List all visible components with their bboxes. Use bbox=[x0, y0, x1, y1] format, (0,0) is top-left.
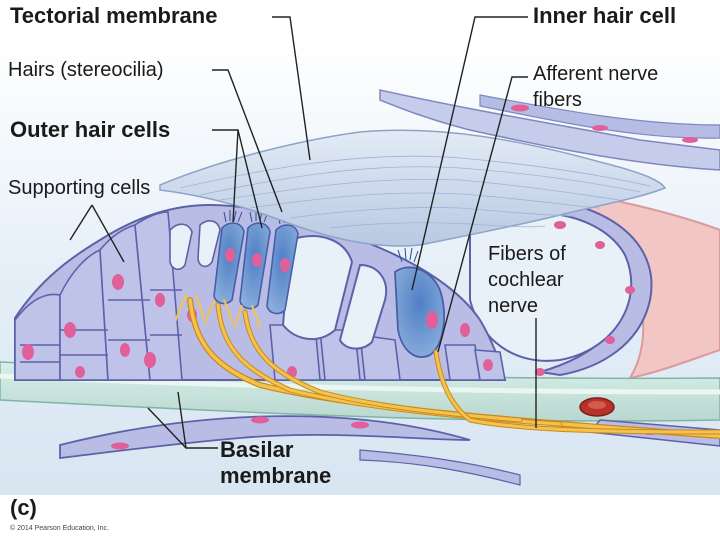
membrane-nucleus bbox=[592, 125, 608, 131]
supporting-cells bbox=[14, 211, 506, 381]
label-afferent-line1: Afferent nerve bbox=[533, 63, 659, 85]
upper-membrane bbox=[379, 89, 720, 171]
white-bottom-band bbox=[0, 495, 720, 540]
leader-tectorial bbox=[272, 16, 311, 161]
label-tectorial-membrane: Tectorial membrane bbox=[10, 3, 218, 28]
small-space bbox=[197, 220, 221, 268]
inner-hair-cell bbox=[394, 266, 445, 358]
copyright-notice: © 2014 Pearson Education, Inc. bbox=[10, 525, 109, 532]
lower-nucleus bbox=[351, 421, 369, 429]
leader-supporting-cells bbox=[69, 204, 125, 263]
lower-nucleus bbox=[111, 442, 129, 450]
membrane-nucleus bbox=[682, 137, 698, 143]
small-space bbox=[169, 223, 193, 271]
nerve-fibers bbox=[175, 294, 720, 439]
tunnel-space-2 bbox=[338, 263, 388, 350]
label-outer-hair-cells: Outer hair cells bbox=[10, 117, 171, 142]
leader-hairs bbox=[212, 69, 283, 213]
tunnel-space bbox=[281, 235, 354, 341]
leader-outer-hair-cells bbox=[212, 129, 263, 229]
leader-lines bbox=[69, 16, 537, 449]
upper-membrane-2 bbox=[479, 94, 720, 139]
tectorial-membrane-shape bbox=[159, 129, 667, 247]
label-basilar-line1: Basilar bbox=[220, 437, 294, 462]
label-cochlear-line3: nerve bbox=[488, 295, 539, 317]
label-cochlear-line1: Fibers of bbox=[488, 243, 566, 265]
label-supporting-cells: Supporting cells bbox=[8, 177, 151, 199]
panel-letter: (c) bbox=[10, 495, 37, 520]
label-cochlear-line2: cochlear bbox=[488, 269, 564, 291]
membrane-nucleus bbox=[511, 104, 529, 112]
label-afferent-line2: fibers bbox=[533, 89, 582, 111]
blood-vessel-lumen bbox=[588, 401, 606, 409]
label-inner-hair-cell: Inner hair cell bbox=[533, 3, 677, 28]
leader-inner-hair-cell bbox=[411, 16, 528, 291]
leader-basilar bbox=[147, 391, 218, 449]
leader-afferent bbox=[437, 76, 528, 353]
lower-nucleus bbox=[251, 416, 269, 424]
label-basilar-line2: membrane bbox=[220, 463, 332, 488]
label-hairs-stereocilia: Hairs (stereocilia) bbox=[8, 59, 164, 81]
lower-membrane-3 bbox=[359, 449, 521, 486]
